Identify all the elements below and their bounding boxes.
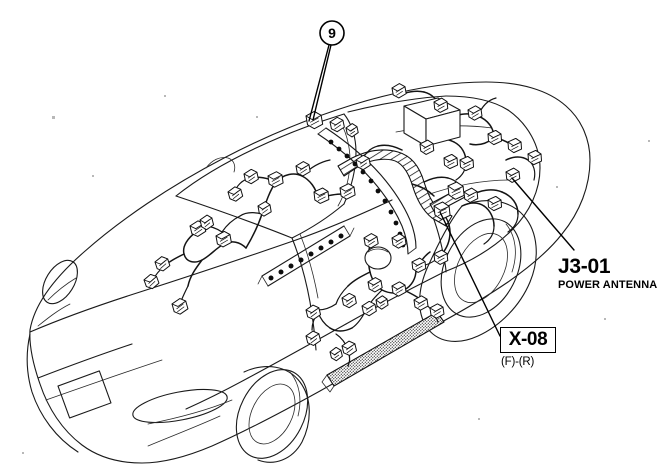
cowl-dash-harness [149, 159, 343, 311]
label-x08-code: X-08 [508, 329, 548, 350]
connector [305, 330, 322, 346]
car-body-outline [26, 81, 591, 464]
connector [329, 116, 345, 133]
label-x08-box: X-08 [500, 327, 556, 353]
leader-j301 [511, 177, 575, 251]
connector [391, 281, 407, 297]
connector [313, 187, 330, 204]
connector [413, 295, 429, 311]
connector [215, 230, 232, 248]
connector [199, 214, 215, 231]
connector [361, 300, 377, 317]
label-x08-sublabel: (F)-(R) [501, 356, 535, 368]
connector [257, 201, 272, 217]
connector [363, 233, 379, 249]
rocker-sill-band [321, 304, 445, 393]
connector [345, 123, 359, 138]
connector [227, 186, 244, 202]
connector [419, 139, 435, 155]
leader-callout-9-b [308, 44, 330, 122]
connector [243, 168, 259, 185]
connector [391, 83, 407, 99]
connector [391, 233, 407, 249]
connector [267, 171, 284, 188]
leader-callout-9 [312, 44, 332, 121]
scan-artifacts [22, 95, 650, 454]
leader-lines [308, 44, 575, 337]
connector [154, 256, 171, 272]
connector [433, 97, 449, 113]
connector [341, 340, 358, 356]
connector [487, 129, 503, 146]
connector [487, 195, 503, 212]
connector-group [143, 83, 543, 362]
connector [467, 105, 483, 121]
connector-j301-target [505, 167, 521, 183]
connector [329, 346, 343, 362]
dash-beaded-run [257, 225, 355, 287]
connector [411, 257, 427, 273]
connector [433, 249, 449, 265]
connector [459, 155, 475, 172]
connector [527, 149, 543, 166]
connector [355, 154, 371, 171]
connector [143, 273, 160, 290]
connector [507, 137, 523, 154]
connector [341, 292, 357, 309]
callout-9-circle [319, 20, 345, 46]
connector [305, 304, 322, 320]
leader-x08 [439, 211, 501, 337]
label-j3-01-code: J3-01 [558, 255, 611, 278]
connector [443, 153, 459, 170]
connector [429, 303, 445, 319]
connector [367, 277, 383, 293]
connector [339, 183, 356, 200]
connector [375, 295, 389, 310]
connector [295, 161, 311, 177]
label-j3-01-description: POWER ANTENNA [558, 279, 658, 291]
connector [463, 187, 479, 203]
connector [171, 298, 189, 315]
junction-relay-box [403, 97, 461, 147]
connector-x08-target [433, 201, 451, 220]
